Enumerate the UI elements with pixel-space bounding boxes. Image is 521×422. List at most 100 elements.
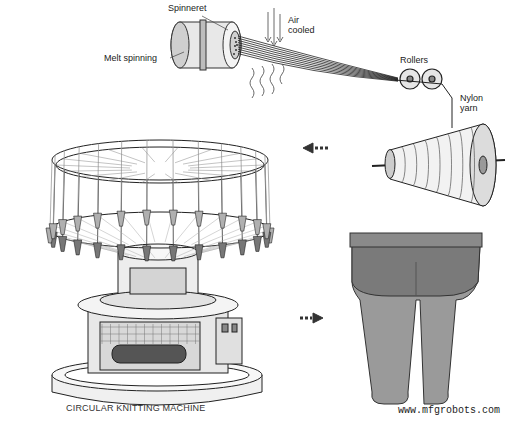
nylon-filaments [238, 36, 398, 78]
part-label: Melt spinning [104, 54, 157, 64]
creel-rods [108, 173, 145, 180]
creel-rods [142, 174, 155, 183]
air-flow [250, 8, 284, 98]
air-flow [250, 68, 254, 98]
creel-rods [197, 222, 257, 247]
knitting-machine-base [232, 324, 237, 332]
knitting-machine-base [78, 291, 238, 319]
bobbins [94, 243, 102, 258]
creel-rods [256, 151, 258, 222]
creel-rods [78, 147, 80, 218]
bobbins [74, 216, 82, 231]
bobbins [59, 236, 67, 251]
creel-rods [142, 147, 155, 162]
yarn-windings [402, 128, 475, 203]
creel-rods [165, 147, 178, 162]
air-flow [270, 64, 274, 94]
creel-rods [121, 213, 145, 242]
creel-rods [184, 215, 223, 243]
creel-rods [188, 170, 258, 171]
bobbins [253, 220, 261, 235]
yarn-cone [390, 124, 496, 206]
leader-lines [202, 16, 228, 30]
air-flow [260, 66, 264, 96]
flow-arrow [300, 143, 328, 323]
bobbins [219, 243, 227, 258]
creel-rods [265, 155, 267, 226]
bobbins [263, 224, 271, 239]
bobbins [46, 210, 274, 261]
yarn-windings [402, 147, 406, 183]
nylon-filaments [238, 54, 398, 82]
pantyhose [350, 233, 482, 404]
knitting-machine-top [56, 147, 264, 183]
watermark: www.mfgrobots.com [398, 405, 500, 416]
flow-arrow [300, 317, 312, 320]
yarn-line [395, 80, 452, 128]
pantyhose [416, 262, 417, 296]
pantyhose [350, 233, 482, 247]
machine-mesh [100, 334, 200, 335]
creel-rods [62, 159, 132, 166]
creel-rods [108, 149, 145, 162]
flow-arrow [315, 147, 328, 150]
knitting-machine-top [50, 140, 270, 248]
creel-rods [146, 140, 147, 212]
rollers [400, 69, 420, 89]
creel-rods [175, 173, 212, 180]
bobbins [59, 220, 67, 235]
yarn-windings [425, 140, 429, 189]
creel-rods [190, 165, 264, 168]
creel-rods [188, 159, 258, 166]
bobbins [94, 213, 102, 228]
pantyhose [352, 246, 480, 296]
spinneret-holes [235, 41, 237, 43]
knitting-machine-base [100, 322, 200, 370]
melt-spinner [171, 22, 189, 68]
spinneret-holes [233, 53, 235, 55]
creel-rods [183, 172, 240, 177]
creel-rods [63, 222, 123, 247]
yarn-cone [479, 156, 487, 174]
yarn-line [395, 80, 452, 128]
bobbins [117, 245, 125, 260]
knitting-machine-base [222, 324, 228, 332]
bobbins [219, 213, 227, 228]
bobbins [169, 246, 177, 261]
bobbins [195, 211, 203, 226]
part-label: Air cooled [288, 16, 322, 36]
knitting-machine-top [50, 212, 270, 248]
bobbins [253, 236, 261, 251]
knitting-machine-base [130, 268, 186, 294]
part-label: Spinneret [168, 4, 207, 14]
creel-rods [98, 245, 137, 257]
knitting-machine-top [52, 140, 268, 180]
yarn-windings [459, 131, 463, 199]
nylon-filaments [238, 36, 398, 81]
creel-rods [173, 140, 174, 212]
knitting-machine-base [118, 244, 198, 260]
rollers [429, 76, 435, 82]
creel-rods [98, 215, 137, 243]
leader-lines [170, 16, 228, 58]
bobbins [169, 210, 177, 225]
bobbins [238, 240, 246, 255]
creel-rods [53, 155, 55, 226]
spinneret-holes [236, 44, 238, 46]
yarn-cone [385, 150, 395, 179]
yarn-windings [413, 144, 417, 186]
nylon-filaments [238, 43, 398, 80]
creel-rods [62, 170, 132, 171]
bobbins [195, 245, 203, 260]
part-label: Nylon yarn [460, 94, 500, 114]
creel-rods [80, 172, 137, 177]
machine-mesh [100, 341, 200, 342]
bobbins [238, 216, 246, 231]
yarn-cone [372, 124, 505, 206]
creel-rods [268, 160, 270, 230]
creel-rods [165, 174, 178, 183]
creel-rods [198, 141, 200, 213]
creel-rods [241, 147, 243, 218]
